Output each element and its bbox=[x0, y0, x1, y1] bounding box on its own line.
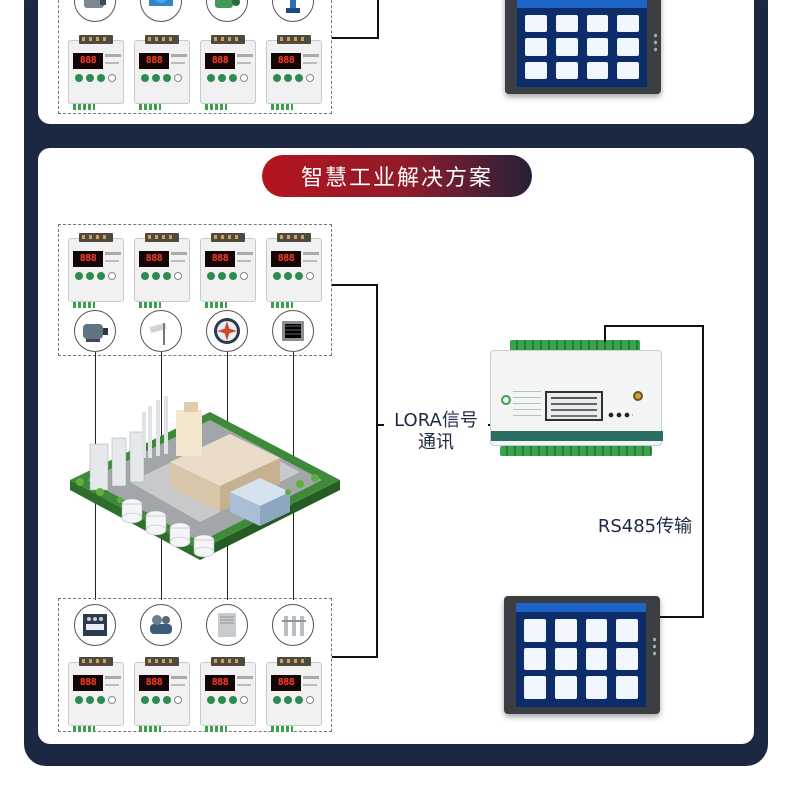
gateway-label-strip bbox=[491, 431, 663, 441]
top-relay-4: 888 bbox=[266, 35, 322, 110]
lora-wire-upper-stub bbox=[332, 284, 378, 286]
top-relay-3: 888 bbox=[200, 35, 256, 110]
rs485-label: RS485传输 bbox=[592, 516, 698, 538]
lora-gateway-device bbox=[490, 340, 663, 456]
top-relay-1: 888 bbox=[68, 35, 124, 110]
street-light-icon bbox=[140, 310, 182, 352]
relay-display: 888 bbox=[271, 675, 301, 691]
relay-display: 888 bbox=[139, 251, 169, 267]
upper-relay-1: 888 bbox=[68, 233, 124, 308]
cabinet-icon bbox=[206, 604, 248, 646]
gateway-buttons bbox=[607, 411, 633, 423]
rs485-wire-right bbox=[702, 325, 704, 617]
lower-device-group bbox=[58, 598, 332, 732]
relay-display: 888 bbox=[205, 251, 235, 267]
air-compressor-icon bbox=[140, 604, 182, 646]
relay-display: 888 bbox=[73, 53, 103, 69]
lora-label-line1: LORA信号 bbox=[394, 410, 478, 431]
factory-illustration bbox=[70, 396, 340, 560]
relay-display: 888 bbox=[205, 675, 235, 691]
upper-relay-2: 888 bbox=[134, 233, 190, 308]
top-wire-vertical bbox=[377, 0, 379, 38]
lora-label-line2: 通讯 bbox=[418, 432, 454, 453]
upper-device-group bbox=[58, 224, 332, 356]
lower-relay-4: 888 bbox=[266, 657, 322, 732]
bottom-hmi-screen bbox=[504, 596, 660, 714]
top-relay-2: 888 bbox=[134, 35, 190, 110]
relay-display: 888 bbox=[205, 53, 235, 69]
relay-display: 888 bbox=[271, 251, 301, 267]
lora-label: LORA信号 通讯 bbox=[384, 410, 488, 454]
rs485-wire-top-stub bbox=[604, 326, 606, 342]
gateway-logo-icon bbox=[501, 395, 511, 405]
relay-display: 888 bbox=[271, 53, 301, 69]
pump-icon bbox=[74, 0, 116, 22]
top-hmi-screen bbox=[505, 0, 661, 94]
motor-icon bbox=[74, 310, 116, 352]
relay-display: 888 bbox=[139, 675, 169, 691]
lora-wire-lower-stub bbox=[332, 656, 378, 658]
upper-relay-3: 888 bbox=[200, 233, 256, 308]
relay-display: 888 bbox=[139, 53, 169, 69]
antenna-connector-icon bbox=[633, 391, 643, 401]
control-panel-icon bbox=[74, 604, 116, 646]
upper-relay-4: 888 bbox=[266, 233, 322, 308]
lower-relay-2: 888 bbox=[134, 657, 190, 732]
gateway-screen bbox=[545, 391, 603, 421]
top-device-group bbox=[58, 0, 332, 114]
rs485-wire-bottom bbox=[658, 616, 704, 618]
rs485-wire-top bbox=[604, 325, 704, 327]
relay-display: 888 bbox=[73, 251, 103, 267]
lower-relay-3: 888 bbox=[200, 657, 256, 732]
fan-icon bbox=[206, 310, 248, 352]
top-wire-horizontal bbox=[332, 37, 379, 39]
heater-icon bbox=[272, 310, 314, 352]
lora-wire-vertical bbox=[376, 284, 378, 658]
lower-relay-1: 888 bbox=[68, 657, 124, 732]
relay-display: 888 bbox=[73, 675, 103, 691]
solution-title: 智慧工业解决方案 bbox=[262, 155, 532, 197]
gate-icon bbox=[272, 604, 314, 646]
